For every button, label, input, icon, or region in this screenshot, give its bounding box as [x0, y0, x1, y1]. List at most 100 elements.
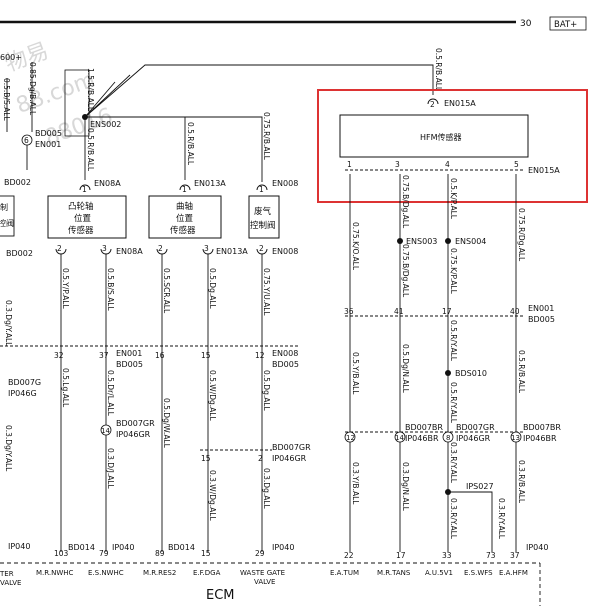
- connector-label: BD005: [35, 129, 62, 138]
- pin-number: 73: [486, 551, 496, 560]
- wire-label: 0.3.R/B.ALL: [517, 460, 526, 504]
- connector-pin: [344, 431, 356, 443]
- page-number: 30: [520, 19, 532, 29]
- ecm-pin-label: VALVE: [0, 579, 21, 587]
- connector-label: BD007GR: [456, 423, 495, 432]
- ecm-pin-label: E.A.TUM: [330, 569, 359, 577]
- connector-pin: [100, 424, 112, 436]
- pin-number: 32: [54, 351, 64, 360]
- connector-label: BD014: [68, 543, 95, 552]
- wire-label: 0.5.R/Y.ALL: [449, 382, 458, 424]
- splice-label: ENS003: [406, 237, 437, 246]
- hfm-wires-group: 0.75.K/O.ALL 0.75.B/Dg.ALL 0.75.B/Dg.ALL…: [344, 174, 561, 560]
- splice-dot: [445, 370, 451, 376]
- connector-label: IP046G: [8, 389, 37, 398]
- wire-label: 0.5.B/S.ALL: [106, 268, 115, 311]
- wire-label: 0.75.K/O.ALL: [351, 222, 360, 271]
- pin-number: 1: [347, 160, 352, 169]
- pin-number: 36: [344, 307, 354, 316]
- pin-number: 15: [201, 549, 211, 558]
- ecm-title: ECM: [206, 588, 235, 603]
- pin-number: 29: [255, 549, 265, 558]
- wire-label: 0.5.Dg/N.ALL: [401, 344, 410, 394]
- component-name: 传感器: [68, 225, 94, 236]
- feed-wire: [85, 116, 263, 182]
- wire-label: 0.75.B/Dg.ALL: [401, 244, 410, 298]
- wire-label: 0.5.W/Dg.ALL: [208, 370, 217, 421]
- wire-label: 0.75.R/Dg.ALL: [517, 208, 526, 262]
- wire-label: 0.3.W/Dg.ALL: [208, 470, 217, 521]
- wire-label: 0.3.Dg/N.ALL: [401, 462, 410, 512]
- wire-label: 1.5.R/B.ALL: [86, 68, 95, 112]
- wire-label: 0.5.R/B.ALL: [86, 128, 95, 172]
- pin-number: 79: [99, 549, 109, 558]
- feed-wire: [84, 74, 131, 118]
- connector-pin: [256, 184, 268, 191]
- connector-pin: [510, 431, 522, 443]
- ecm-block: M.R.NWHC E.S.NWHC M.R.RES2 E.F.DGA WASTE…: [0, 562, 541, 606]
- pin-number: 103: [54, 549, 69, 558]
- connector-label: BD007BR: [523, 423, 561, 432]
- wire-label: 0.5.Dg.ALL: [208, 268, 217, 310]
- connector-pin: [55, 248, 67, 255]
- pin-number: 1: [259, 185, 264, 194]
- wire-label: 0.5.Dg/W.ALL: [162, 398, 171, 449]
- wire-label: 0.3.Y/B.ALL: [351, 462, 360, 505]
- connector-label: BD007G: [8, 378, 41, 387]
- connector-pin: [79, 184, 91, 191]
- crank-sensor-box: [148, 195, 222, 239]
- connector-label: BD007GR: [272, 443, 311, 452]
- wire-label: 0.75.R/B.ALL: [262, 112, 271, 161]
- ecm-pin-label: M.R.TANS: [377, 569, 411, 577]
- splice-label: BDS010: [455, 369, 487, 378]
- pin-number: 14: [395, 434, 404, 442]
- connector-label: EN008: [272, 247, 298, 256]
- pin-number: 15: [201, 351, 211, 360]
- connector-label: EN015A: [444, 99, 476, 108]
- harness-outline: [64, 69, 90, 137]
- connector-label: IP040: [272, 543, 294, 552]
- connector-row-2: 14 BD007GR IP046GR: [100, 419, 155, 439]
- connector-label: IP040: [8, 542, 30, 551]
- feed-wire: [84, 64, 434, 118]
- connector-label: BD005: [116, 360, 143, 369]
- ecm-pin-label: E.S.NWHC: [88, 569, 124, 577]
- connector-label: IP040: [526, 543, 548, 552]
- connector-pin: [156, 248, 168, 255]
- connector-label: IP046GR: [456, 434, 491, 443]
- pin-number: 8: [446, 434, 450, 442]
- ecm-pin-label: E.S.WFS: [464, 569, 493, 577]
- pin-number: 6: [24, 136, 29, 145]
- pin-number: 1: [182, 185, 187, 194]
- pin-number: 14: [101, 427, 110, 435]
- pin-number: 4: [445, 160, 450, 169]
- pin-number: 17: [396, 551, 406, 560]
- wire-label: 0.75.Y/U.ALL: [262, 268, 271, 316]
- wire-label: 0.3.R/Y.ALL: [449, 442, 458, 484]
- connector-label: EN008: [272, 349, 298, 358]
- component-name: 位置: [176, 213, 194, 224]
- connector-label: EN001: [116, 349, 142, 358]
- connector-label: BD007BR: [405, 423, 443, 432]
- partial-component-text: 控阀: [0, 218, 14, 228]
- pin-number: 89: [155, 549, 165, 558]
- component-name: 控制阀: [250, 220, 276, 231]
- splice-label: IPS027: [466, 482, 494, 491]
- ens002-splice-group: ENS002 1.5.R/B.ALL 0.5.R/B.ALL: [82, 64, 434, 182]
- feed-wire: [84, 81, 116, 118]
- connector-label: IP046BR: [405, 434, 439, 443]
- splice-dot: [445, 489, 451, 495]
- pin-number: 33: [442, 551, 452, 560]
- connector-label: IP046BR: [523, 434, 557, 443]
- pin-number: 17: [442, 307, 452, 316]
- connector-label: EN001: [35, 140, 61, 149]
- wire-label: 0.3.Dg/Y.ALL: [4, 300, 13, 347]
- pin-number: 3: [204, 244, 209, 253]
- connector-label: IP046GR: [116, 430, 151, 439]
- connector-label: BD002: [6, 249, 33, 258]
- connector-label: EN008: [272, 179, 298, 188]
- ecm-pin-label: WASTE GATE: [240, 569, 285, 577]
- bat-box: [549, 16, 587, 31]
- hfm-title: HFM传感器: [420, 132, 462, 142]
